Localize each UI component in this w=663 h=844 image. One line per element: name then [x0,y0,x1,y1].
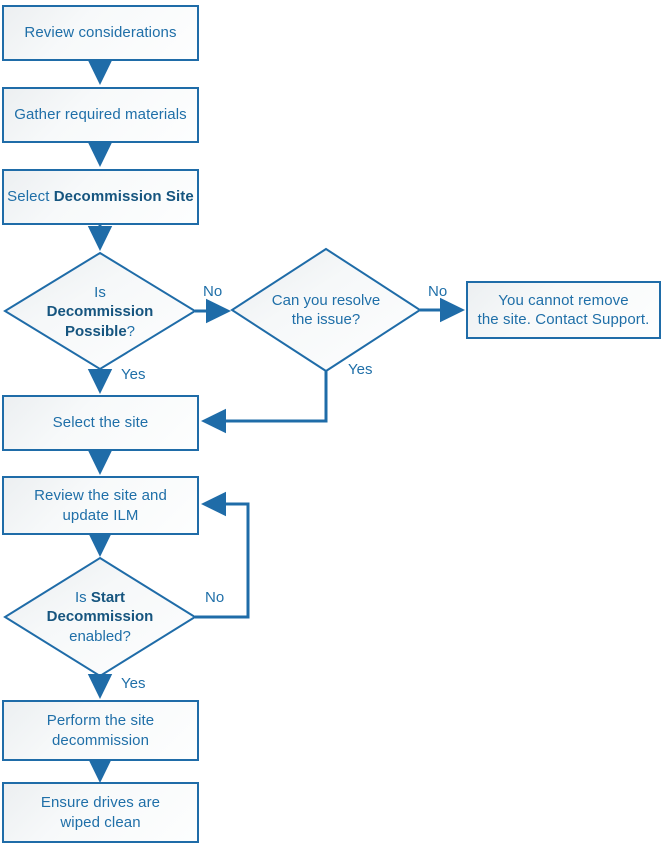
node-label-review-considerations: Review considerations [24,24,177,42]
edge-label-decommission-possible-no: No [203,284,222,299]
node-label-select-decommission-site: Select Decommission Site [7,187,194,206]
node-label-line-2: wiped clean [60,813,141,831]
edge-label-text: Yes [121,366,146,383]
edge-label-text: Yes [121,675,146,692]
node-label-emphasis: Decommission Site [53,188,194,206]
node-label-prefix: Select [7,188,54,206]
connector-start-decommission-no-loop [195,491,250,619]
node-perform-site-decommission[interactable]: Perform the site decommission [2,700,199,761]
node-label-line-1: Perform the site [46,712,155,730]
node-label-ensure-drives-wiped-clean: Ensure drives are wiped clean [41,793,160,831]
node-label-line-2: update ILM [62,506,139,524]
node-ensure-drives-wiped-clean[interactable]: Ensure drives are wiped clean [2,782,199,843]
node-gather-required-materials[interactable]: Gather required materials [2,87,199,143]
node-label-perform-site-decommission: Perform the site decommission [47,711,154,749]
node-label-line-1: You cannot remove [498,291,629,309]
edge-label-resolve-issue-yes: Yes [348,362,372,377]
decision-shape-is-start-decommission-enabled [3,556,197,678]
edge-label-decommission-possible-yes: Yes [121,367,145,382]
edge-label-resolve-issue-no: No [428,284,447,299]
node-select-decommission-site[interactable]: Select Decommission Site [2,169,199,225]
node-review-site-update-ilm[interactable]: Review the site and update ILM [2,476,199,535]
edge-label-text: No [205,589,225,606]
node-label-line-2: the site. Contact Support. [477,311,650,328]
node-label-review-site-update-ilm: Review the site and update ILM [34,486,167,524]
connector-resolve-yes-to-select-site [201,371,328,434]
edge-label-text: No [203,283,223,300]
node-review-considerations[interactable]: Review considerations [2,5,199,61]
decision-shape-can-you-resolve-the-issue [230,247,422,373]
node-label-line-1: Ensure drives are [40,794,161,812]
edge-label-text: No [428,283,448,300]
edge-label-start-decommission-yes: Yes [121,676,145,691]
node-label-line-2: decommission [51,731,150,749]
edge-label-start-decommission-no: No [205,590,224,605]
node-label-select-the-site: Select the site [52,414,149,432]
node-label-cannot-remove-site: You cannot remove the site. Contact Supp… [478,291,650,329]
node-cannot-remove-site[interactable]: You cannot remove the site. Contact Supp… [466,281,661,339]
edge-label-text: Yes [348,361,373,378]
node-select-the-site[interactable]: Select the site [2,395,199,451]
node-label-line-1: Review the site and [34,487,167,505]
node-label-gather-required-materials: Gather required materials [14,106,187,124]
decision-shape-is-decommission-possible [3,251,197,371]
